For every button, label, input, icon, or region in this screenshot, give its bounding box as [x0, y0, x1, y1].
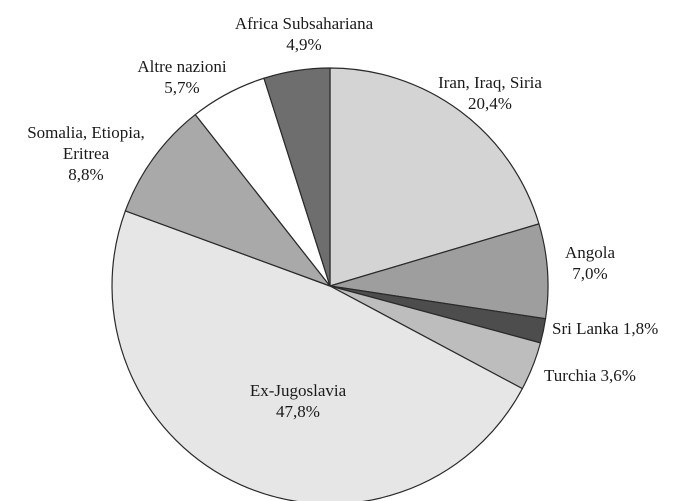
slice-label-2: Sri Lanka 1,8%: [552, 319, 658, 338]
slice-label-4-line-0: Ex-Jugoslavia: [250, 381, 347, 400]
slice-label-6-line-0: Altre nazioni: [137, 57, 226, 76]
slice-label-4-line-1: 47,8%: [276, 402, 320, 421]
slice-label-4: Ex-Jugoslavia 47,8%: [250, 381, 347, 421]
slice-label-5: Somalia, Etiopia, Eritrea 8,8%: [27, 123, 145, 184]
slice-label-2-line-0: Sri Lanka 1,8%: [552, 319, 658, 338]
pie-labels: Iran, Iraq, Siria 20,4% Angola 7,0% Sri Lank…: [27, 14, 658, 421]
pie-slice-4: [111, 210, 523, 501]
slice-label-0: Iran, Iraq, Siria 20,4%: [438, 73, 542, 113]
pie-slice-0: [329, 67, 540, 287]
pie-slice-7: [263, 67, 331, 287]
slice-label-6-line-1: 5,7%: [164, 78, 199, 97]
slice-label-0-line-0: Iran, Iraq, Siria: [438, 73, 542, 92]
slice-label-3-line-0: Turchia 3,6%: [544, 366, 636, 385]
slice-label-3: Turchia 3,6%: [544, 366, 636, 385]
slice-label-5-line-1: Eritrea: [63, 144, 110, 163]
pie-slice-5: [124, 113, 331, 287]
slice-label-5-line-2: 8,8%: [68, 165, 103, 184]
slice-label-7-line-1: 4,9%: [286, 35, 321, 54]
slice-label-5-line-0: Somalia, Etiopia,: [27, 123, 145, 142]
slice-label-1: Angola 7,0%: [565, 243, 616, 283]
slice-label-1-line-0: Angola: [565, 243, 616, 262]
slice-label-0-line-1: 20,4%: [468, 94, 512, 113]
pie-slices: [111, 67, 549, 501]
slice-label-1-line-1: 7,0%: [572, 264, 607, 283]
slice-label-7: Africa Subsahariana 4,9%: [235, 14, 374, 54]
slice-label-6: Altre nazioni 5,7%: [137, 57, 226, 97]
slice-label-7-line-0: Africa Subsahariana: [235, 14, 374, 33]
